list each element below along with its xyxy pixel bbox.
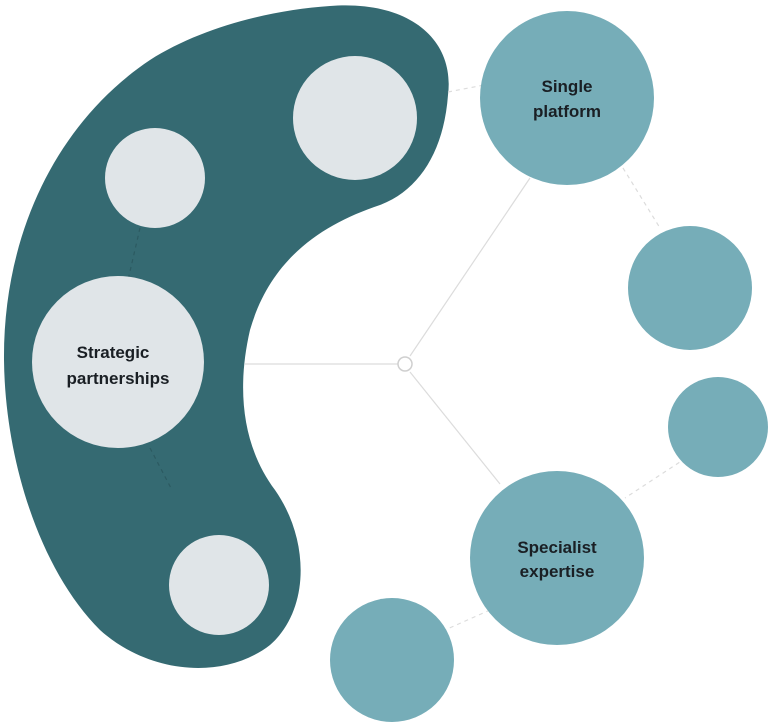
teal-node-right-upper — [628, 226, 752, 350]
teal-node-specialist-expertise — [470, 471, 644, 645]
single-label-line1: Single — [541, 77, 592, 96]
connector-dashed — [127, 227, 141, 281]
connectors — [127, 84, 687, 631]
hub-ring — [397, 356, 413, 372]
light-node-bottom — [169, 535, 269, 635]
strategic-label-line1: Strategic — [77, 343, 150, 362]
teal-node-single-platform — [480, 11, 654, 185]
light-node-top-right — [293, 56, 417, 180]
light-node-top-left — [105, 128, 205, 228]
light-node-strategic — [32, 276, 204, 448]
connector-dashed — [447, 84, 485, 93]
connector-dashed — [622, 167, 661, 229]
specialist-label-line1: Specialist — [517, 538, 597, 557]
teal-node-right-lower — [668, 377, 768, 477]
strategic-label-line2: partnerships — [67, 369, 170, 388]
single-label-line2: platform — [533, 102, 601, 121]
specialist-label-line2: expertise — [520, 562, 595, 581]
connector-line — [409, 177, 531, 357]
connector-dashed — [444, 609, 491, 631]
connector-dashed — [624, 457, 687, 499]
teal-node-bottom-left — [330, 598, 454, 722]
connector-line — [409, 371, 501, 485]
